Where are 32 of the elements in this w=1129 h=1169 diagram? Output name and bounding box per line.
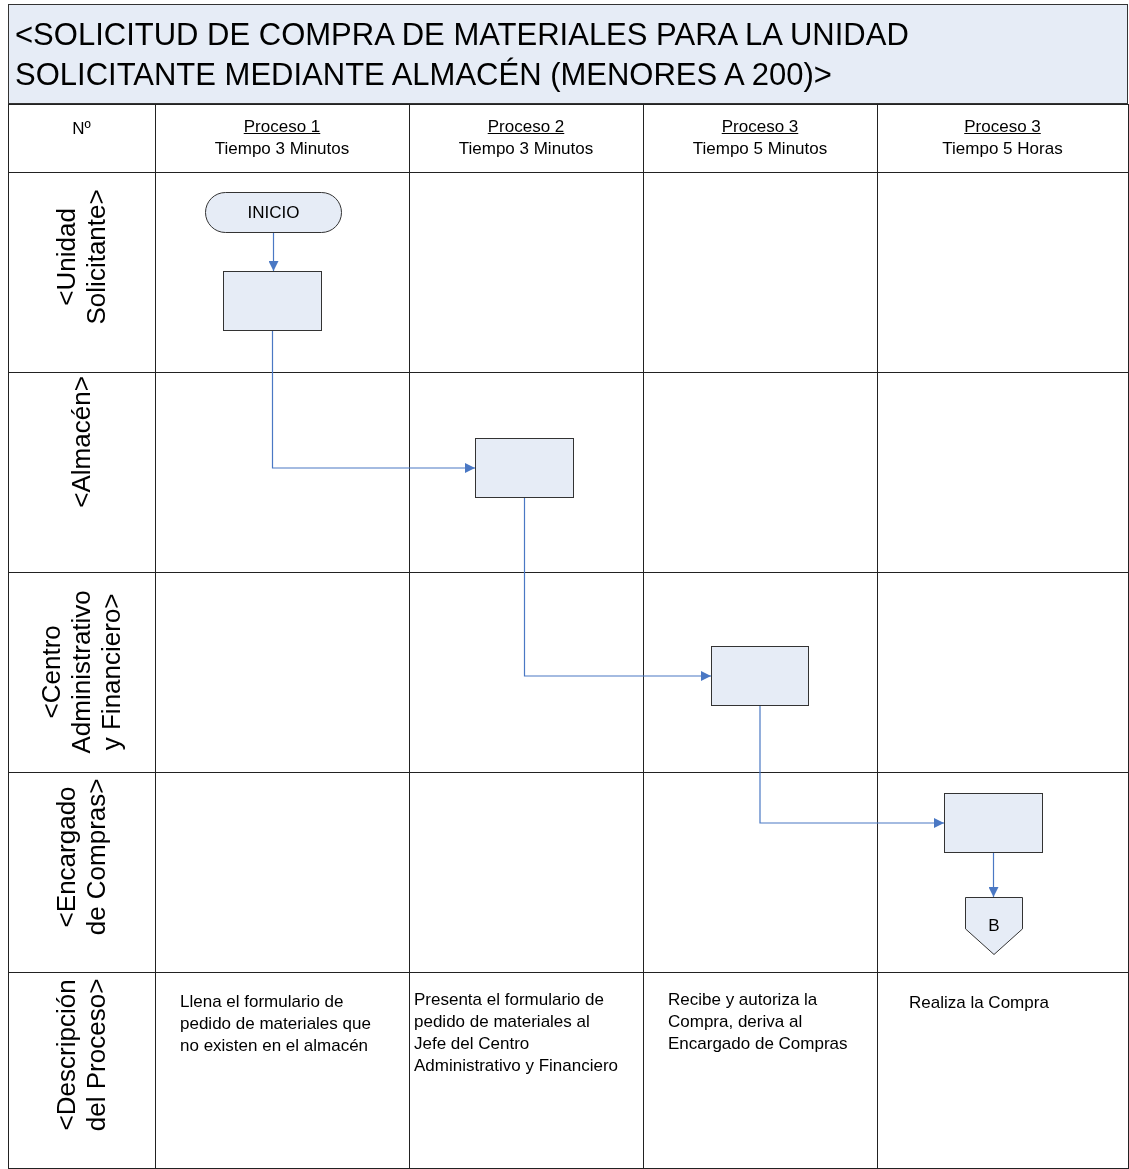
diagram-title: <SOLICITUD DE COMPRA DE MATERIALES PARA LA UNIDAD SOLICITANTE MEDIANTE ALMACÉN (MENORES A 200)>	[15, 16, 910, 94]
column-header: Tiempo 5 Minutos	[691, 138, 829, 160]
lane-label: <Centro Administrativo y Financiero>	[36, 589, 127, 755]
node-label: B	[988, 916, 1000, 936]
column-header: Proceso 3	[720, 116, 800, 138]
process-box	[944, 793, 1043, 853]
node-label: INICIO	[247, 202, 300, 223]
column-header: Nº	[71, 118, 92, 140]
process-box	[223, 271, 322, 331]
lane-label: <Descripción del Proceso>	[51, 977, 112, 1134]
column-header: Proceso 1	[242, 116, 322, 138]
column-header: Tiempo 3 Minutos	[457, 138, 595, 160]
process-description: Llena el formulario de pedido de materiales que no existen en el almacén	[180, 991, 372, 1058]
process-description: Presenta el formulario de pedido de materiales al Jefe del Centro Administrativo y Financiero	[414, 989, 620, 1078]
column-header: Proceso 3	[963, 116, 1042, 138]
process-box	[711, 646, 809, 706]
connector-arrow	[988, 852, 999, 898]
column-header: Proceso 2	[486, 116, 566, 138]
connector-arrow	[271, 330, 476, 473]
lane-label: <Almacén>	[66, 375, 97, 510]
connector-arrow	[759, 705, 945, 828]
lane-label: <Unidad Solicitante>	[51, 188, 112, 327]
column-header: Tiempo 5 Horas	[941, 138, 1064, 160]
off-page-connector	[965, 897, 1023, 955]
connector-arrow	[523, 497, 712, 681]
lane-label: <Encargado de Compras>	[51, 777, 112, 938]
column-header: Tiempo 3 Minutos	[213, 138, 351, 160]
process-box	[475, 438, 574, 498]
process-description: Realiza la Compra	[909, 992, 1050, 1014]
process-description: Recibe y autoriza la Compra, deriva al Encargado de Compras	[668, 989, 849, 1056]
start-terminal	[205, 192, 342, 233]
connector-arrow	[268, 232, 279, 272]
